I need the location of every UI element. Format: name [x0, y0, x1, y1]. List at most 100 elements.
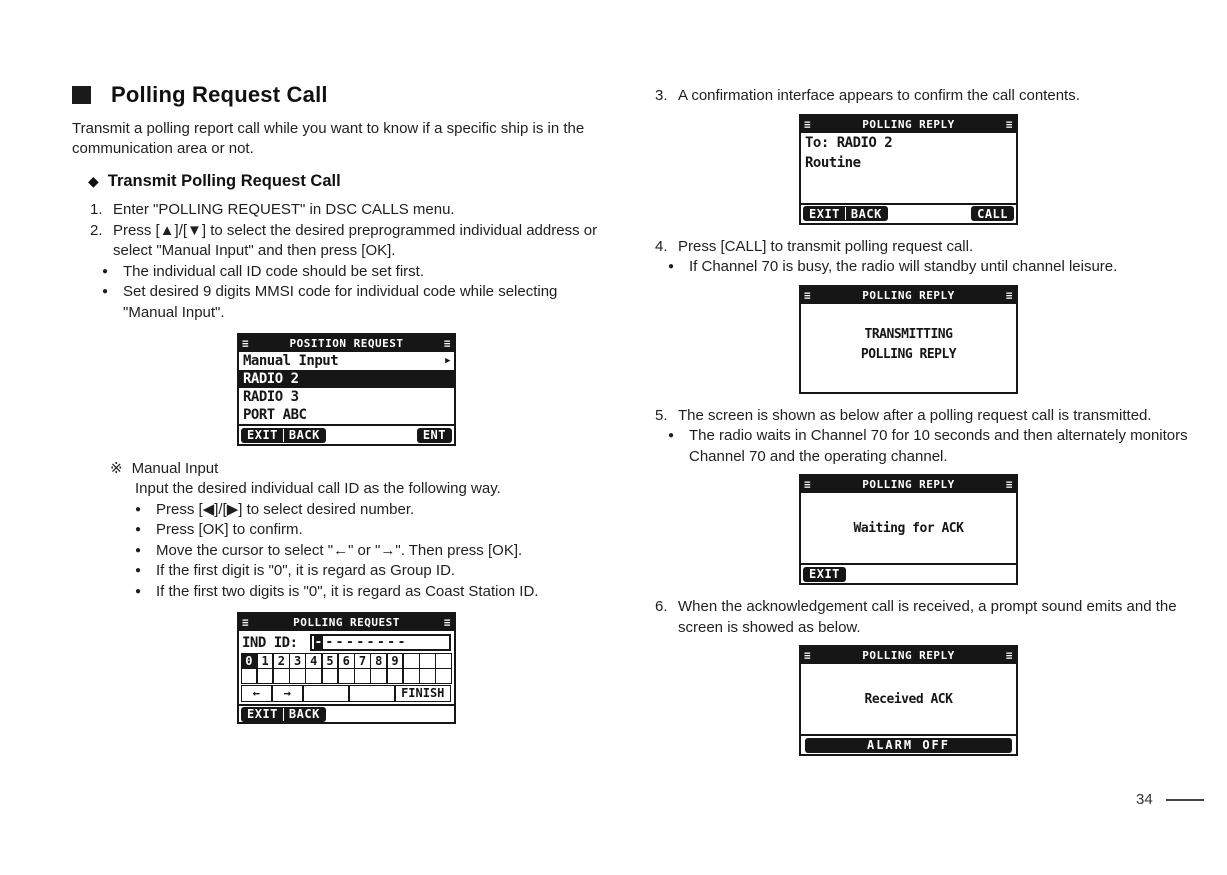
softkey-exit-back: EXIT BACK [241, 706, 326, 722]
lcd-title-text: POLLING REPLY [862, 117, 955, 131]
action-blank [348, 685, 395, 702]
section-heading: Polling Request Call [72, 82, 607, 108]
footer-rule [1165, 798, 1204, 801]
manual-input-bullets: ● Press [◀]/[▶] to select desired number… [135, 500, 607, 603]
submenu-arrow-icon: ▶ [445, 356, 450, 366]
key-9: 9 [386, 652, 404, 669]
step-text: When the acknowledgement call is receive… [678, 598, 1177, 636]
intro-text: Transmit a polling report call while you… [72, 120, 585, 157]
bullet-item: ● Press [OK] to confirm. [135, 520, 607, 541]
key-blank [305, 668, 323, 684]
lcd-received-ack-screen: ≡ POLLING REPLY ≡ Received ACK ALARM OFF [799, 645, 1018, 756]
lcd-softkey-bar: EXIT BACK [239, 704, 454, 722]
softkey-divider [844, 207, 846, 220]
step-number: 4. [655, 237, 668, 255]
step-3: 3. A confirmation interface appears to c… [655, 86, 1203, 107]
reference-mark-icon: ※ [110, 460, 123, 477]
ind-id-input: - -------- [309, 634, 451, 651]
menu-item-radio-3: RADIO 3 [243, 389, 299, 405]
key-blank [435, 668, 452, 684]
bullet-icon: ● [135, 544, 142, 556]
step-number: 3. [655, 87, 668, 104]
key-7: 7 [354, 652, 371, 669]
lcd-title-bar: ≡ POSITION REQUEST ≡ [239, 335, 454, 352]
lcd-softkey-bar: ALARM OFF [801, 736, 1016, 754]
key-blank [419, 668, 436, 684]
bullet-item: ● If the first digit is "0", it is regar… [135, 561, 607, 582]
lcd-title-text: POLLING REQUEST [293, 616, 400, 629]
key-6: 6 [337, 652, 355, 669]
menu-bars-icon: ≡ [1005, 478, 1013, 491]
lcd-softkey-bar: EXIT BACK ENT [239, 426, 454, 444]
step-number: 1. [90, 201, 103, 218]
lcd-polling-reply-confirm-screen: ≡ POLLING REPLY ≡ To: RADIO 2 Routine EX… [799, 113, 1018, 225]
softkey-exit-back: EXIT BACK [241, 427, 326, 443]
softkey-exit-back: EXIT BACK [803, 206, 888, 221]
step-number: 6. [655, 598, 668, 615]
lcd-menu-list: Manual Input ▶ RADIO 2 RADIO 3 PORT ABC [239, 352, 454, 426]
left-column: Polling Request Call Transmit a polling … [72, 82, 607, 724]
bullet-icon: ● [135, 585, 142, 597]
bullet-item: ● Press [◀]/[▶] to select desired number… [135, 500, 607, 521]
numbered-steps: 1. Enter "POLLING REQUEST" in DSC CALLS … [90, 200, 607, 262]
step-number: 2. [90, 221, 103, 239]
menu-bars-icon: ≡ [443, 616, 451, 629]
key-blank [289, 668, 306, 684]
lcd-body: Received ACK [801, 664, 1016, 736]
softkey-alarm-off: ALARM OFF [805, 737, 1012, 753]
key-blank [402, 668, 420, 684]
bullet-icon: ● [135, 524, 142, 535]
menu-item-port-abc: PORT ABC [243, 407, 307, 423]
call-to-line: To: RADIO 2 [805, 134, 893, 151]
softkey-exit: EXIT [247, 428, 278, 442]
step-text: Press [▲]/[▼] to select the desired prep… [113, 221, 598, 260]
bullet-icon: ● [102, 265, 109, 277]
softkey-divider [282, 707, 284, 721]
diamond-icon: ◆ [88, 173, 99, 189]
call-category-line: Routine [805, 154, 861, 171]
bullet-item: ● If Channel 70 is busy, the radio will … [668, 257, 1203, 278]
step-4-bullets: ● If Channel 70 is busy, the radio will … [668, 257, 1203, 278]
lcd-title-bar: ≡ POLLING REPLY ≡ [801, 476, 1016, 493]
lcd-waiting-ack-screen: ≡ POLLING REPLY ≡ Waiting for ACK EXIT [799, 474, 1018, 585]
key-blank [354, 668, 371, 684]
key-1: 1 [256, 652, 274, 669]
action-blank [302, 685, 349, 702]
manual-input-desc: Input the desired individual call ID as … [135, 480, 501, 497]
finish-key: FINISH [394, 685, 451, 702]
lcd-polling-request-screen: ≡ POLLING REQUEST ≡ IND ID: - -------- 0… [237, 612, 456, 724]
bullet-icon: ● [668, 261, 675, 272]
step-4: 4. Press [CALL] to transmit polling requ… [655, 237, 1203, 258]
key-blank [402, 652, 420, 669]
step-number: 5. [655, 406, 668, 424]
status-message: Waiting for ACK [853, 521, 964, 536]
softkey-back: BACK [850, 206, 882, 221]
menu-item-manual-input: Manual Input ▶ [243, 353, 450, 369]
lcd-title-text: POLLING REPLY [862, 478, 955, 491]
softkey-exit: EXIT [803, 566, 846, 582]
key-blank [272, 668, 290, 684]
step-text: The screen is shown as below after a pol… [678, 406, 1152, 424]
step-1: 1. Enter "POLLING REQUEST" in DSC CALLS … [90, 200, 607, 221]
key-blank [386, 668, 404, 684]
subsection-title: Transmit Polling Request Call [107, 172, 341, 190]
ind-id-row: IND ID: - -------- [239, 631, 454, 653]
softkey-ent: ENT [416, 427, 452, 443]
step-5: 5. The screen is shown as below after a … [655, 406, 1203, 427]
key-blank [240, 668, 258, 684]
key-0-selected: 0 [240, 652, 258, 669]
menu-item-radio-2-selected: RADIO 2 [239, 370, 454, 388]
lcd-title-text: POLLING REPLY [862, 288, 955, 302]
cursor-right-key: → [271, 685, 303, 702]
key-blank [256, 668, 274, 684]
key-2: 2 [272, 652, 290, 669]
bullet-item: ● Set desired 9 digits MMSI code for ind… [102, 282, 607, 323]
step-text: Enter "POLLING REQUEST" in DSC CALLS men… [113, 201, 455, 218]
menu-bars-icon: ≡ [242, 337, 250, 350]
status-line-1: TRANSMITTING [864, 326, 953, 342]
softkey-call: CALL [971, 206, 1014, 221]
softkey-exit: EXIT [809, 206, 840, 221]
keypad-action-row: ← → FINISH [239, 684, 454, 704]
key-5: 5 [321, 652, 339, 669]
bullet-icon: ● [135, 565, 142, 576]
